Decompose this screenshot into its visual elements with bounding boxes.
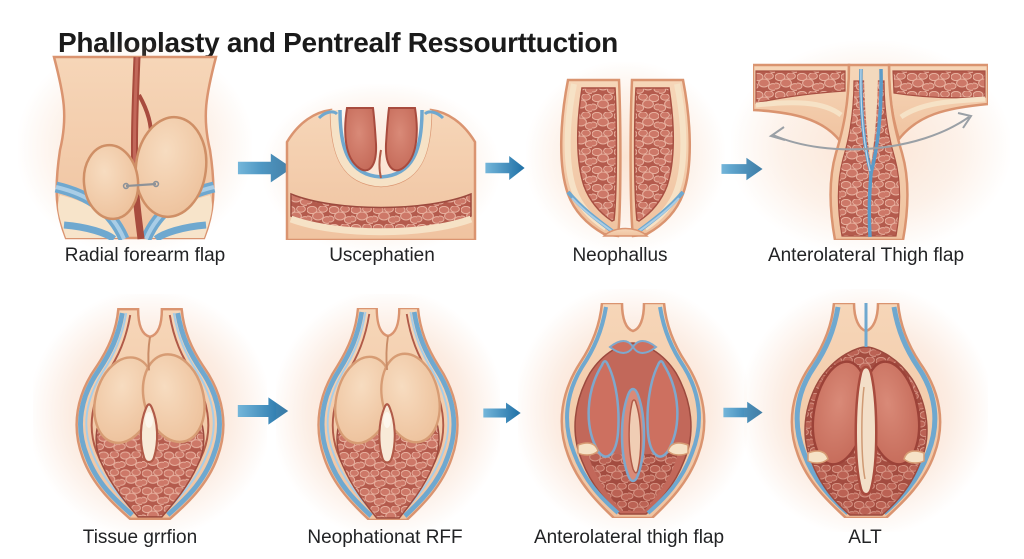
- flow-arrow-icon: [722, 399, 764, 426]
- flow-arrow-icon: [482, 400, 522, 426]
- thigh-flap-rotation-illustration: [753, 55, 988, 240]
- panel-alt-petal-bulb: [518, 289, 747, 532]
- panel-rff-bulb: [276, 294, 500, 534]
- panel-urethral-trough: [263, 84, 499, 254]
- caption-radial-forearm-flap: Radial forearm flap: [64, 245, 226, 266]
- caption-tissue-graft: Tissue grrfion: [82, 527, 198, 548]
- caption-uscephatien: Uscephatien: [329, 245, 435, 266]
- caption-anterolateral-thigh-flap-2: Anterolateral thigh flap: [533, 527, 725, 548]
- caption-alt: ALT: [848, 527, 882, 548]
- urethral-trough-illustration: [285, 98, 477, 240]
- panel-tissue-graft: [33, 294, 267, 534]
- panel-radial-forearm-flap: [18, 41, 252, 254]
- flow-arrow-icon: [484, 153, 526, 183]
- page-title: Phalloplasty and Pentrealf Ressourttucti…: [58, 26, 618, 58]
- neophallus-illustration: [548, 76, 703, 238]
- caption-neophallus: Neophallus: [572, 245, 668, 266]
- rff-bulb-illustration: [298, 308, 478, 520]
- flow-arrow-icon: [236, 394, 290, 428]
- caption-anterolateral-thigh-flap: Anterolateral Thigh flap: [767, 245, 965, 266]
- panel-neophallus: [526, 62, 725, 252]
- alt-final-bulb-illustration: [766, 303, 966, 518]
- tissue-graft-illustration: [55, 308, 245, 520]
- alt-petal-bulb-illustration: [559, 303, 707, 518]
- caption-neophationat-rff: Neophationat RFF: [307, 527, 463, 548]
- panel-alt-final-bulb: [744, 289, 988, 532]
- panel-thigh-flap-rotation: [731, 41, 1010, 254]
- radial-forearm-flap-illustration: [40, 55, 230, 240]
